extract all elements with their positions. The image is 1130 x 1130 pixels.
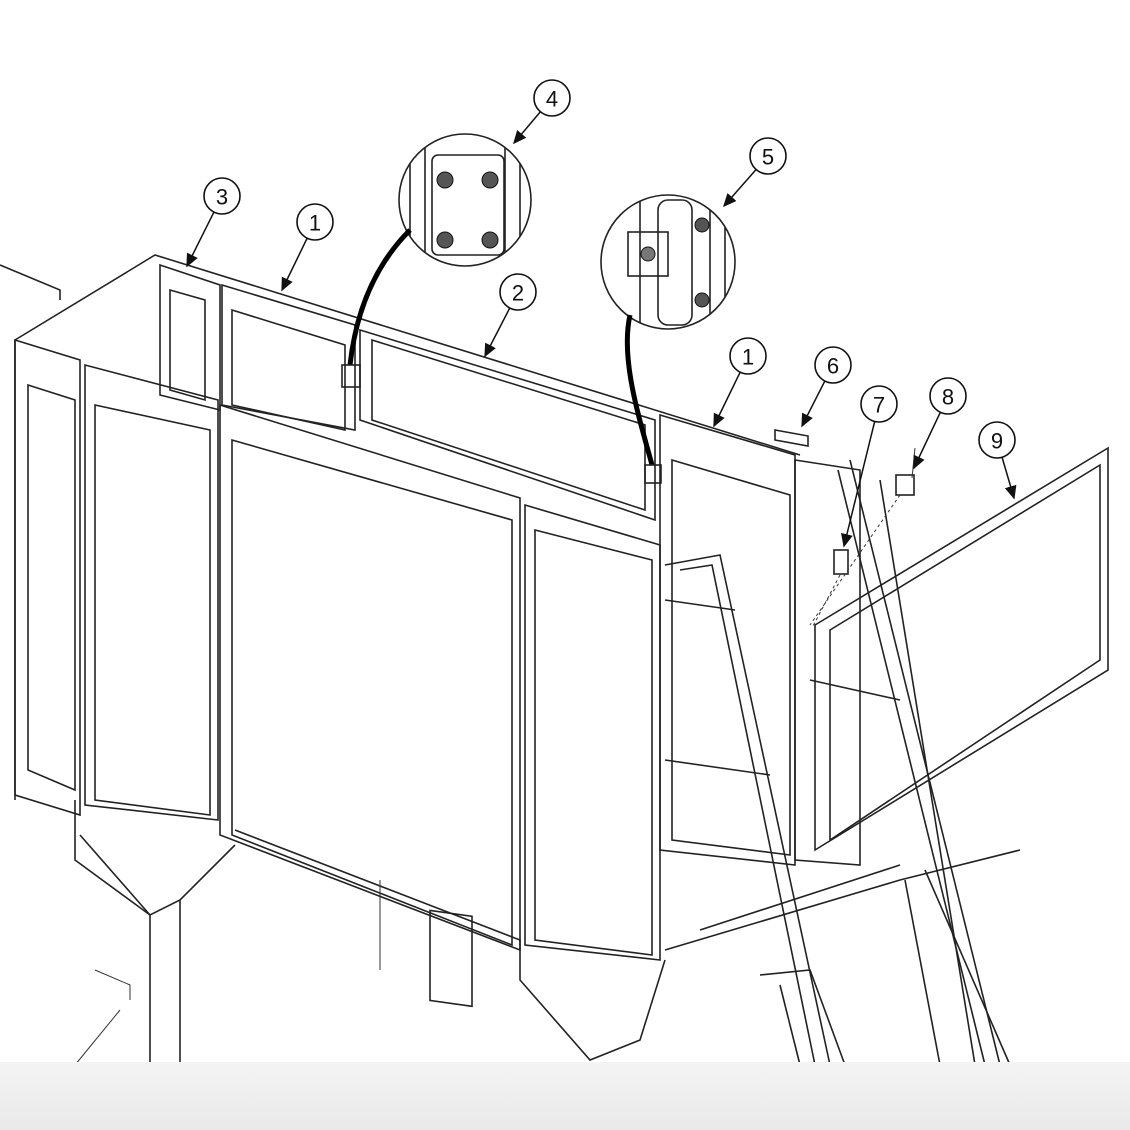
back-panel-1b (671, 458, 791, 856)
callout-circle (978, 421, 1016, 459)
callout-circle (814, 346, 852, 384)
leader-arrow (1001, 457, 1017, 500)
callout-circle (749, 137, 787, 175)
side-panel (94, 404, 211, 816)
callout-number: 6 (827, 354, 839, 379)
leader-arrow (723, 169, 757, 208)
callout-1: 1 (713, 337, 767, 428)
detail-view-4 (341, 133, 532, 388)
bottom-fade (0, 1062, 1130, 1130)
callout-circle (533, 79, 571, 117)
callout-9: 9 (978, 421, 1017, 500)
callout-4: 4 (513, 79, 571, 145)
back-panel-2 (371, 338, 646, 512)
part-6-bracket (774, 429, 809, 447)
leader-arrow (801, 380, 826, 428)
front-panel-large (231, 438, 513, 947)
callout-circle (499, 273, 537, 311)
callout-number: 2 (512, 281, 524, 306)
callout-2: 2 (484, 273, 537, 358)
leader-arrow (841, 421, 876, 548)
callout-7: 7 (841, 385, 898, 548)
side-panel-left (27, 383, 76, 792)
panel-9 (829, 463, 1101, 842)
part-7-plate (833, 549, 849, 575)
leader-arrow (484, 307, 511, 358)
callout-number: 9 (991, 429, 1003, 454)
callout-number: 4 (546, 87, 558, 112)
leader-arrow (513, 111, 541, 145)
callout-circle (929, 377, 967, 415)
ladder (664, 459, 1011, 1066)
callout-1: 1 (281, 203, 334, 292)
leader-arrow (913, 411, 941, 470)
callout-number: 8 (942, 385, 954, 410)
back-panel-1 (231, 308, 346, 431)
callout-number: 1 (309, 211, 321, 236)
callout-circle (296, 203, 334, 241)
callout-circle (203, 177, 241, 215)
front-panel-right (534, 528, 653, 956)
leader-arrow (281, 237, 308, 292)
leader-arrow (186, 211, 215, 268)
back-panel-3 (169, 288, 206, 402)
callout-circle (860, 385, 898, 423)
callout-5: 5 (723, 137, 787, 208)
callout-circle (729, 337, 767, 375)
callout-number: 7 (873, 393, 885, 418)
callout-number: 1 (742, 345, 754, 370)
callout-number: 5 (762, 145, 774, 170)
detail-view-5 (600, 194, 736, 484)
callout-3: 3 (186, 177, 241, 268)
callouts: 3 1 4 2 5 1 6 7 8 9 (186, 79, 1017, 548)
leader-arrow (713, 371, 741, 428)
callout-6: 6 (801, 346, 852, 428)
mesh-panels (14, 263, 1109, 961)
callout-8: 8 (913, 377, 967, 470)
part-8-latch (895, 474, 915, 496)
callout-number: 3 (216, 185, 228, 210)
